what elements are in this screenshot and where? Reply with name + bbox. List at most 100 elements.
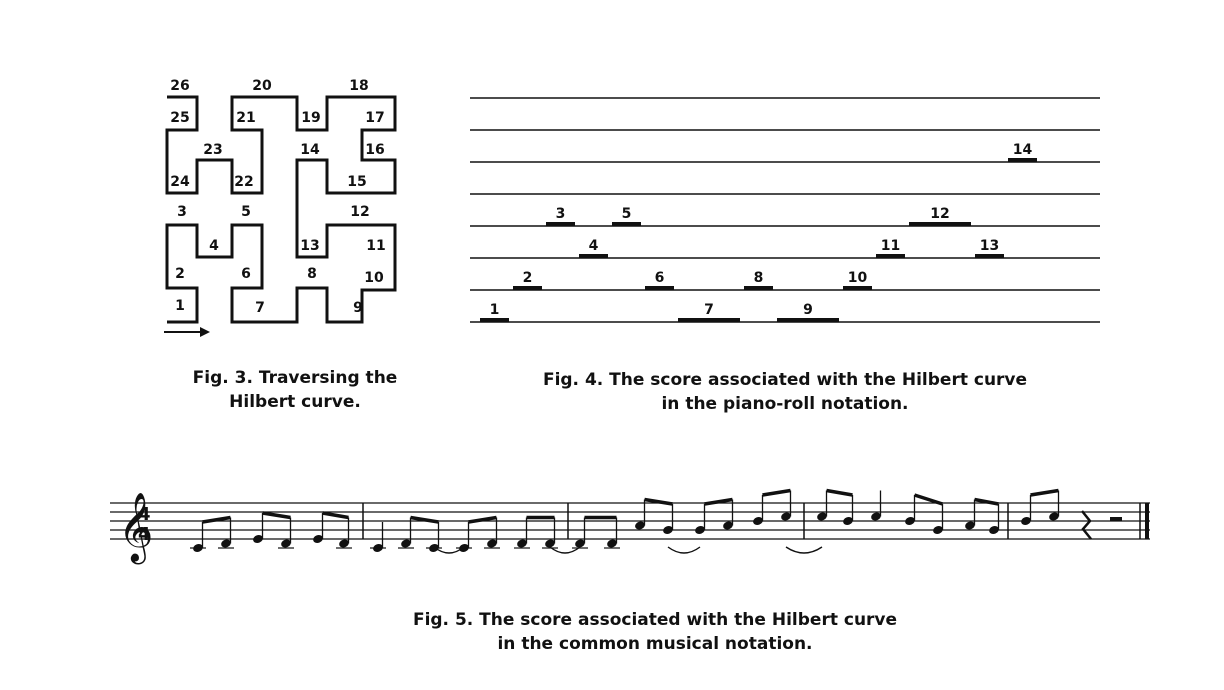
note-label: 2 xyxy=(523,270,533,286)
note-head xyxy=(723,521,733,530)
step-label: 18 xyxy=(349,78,368,94)
notes xyxy=(190,488,1122,554)
step-label: 3 xyxy=(177,204,187,220)
fig5-caption-line1: Fig. 5. The score associated with the Hi… xyxy=(412,610,898,630)
step-label: 23 xyxy=(203,142,222,158)
step-label: 22 xyxy=(234,174,253,190)
note-head xyxy=(965,521,975,530)
fig4-caption-line2: in the piano-roll notation. xyxy=(661,394,909,414)
note-head xyxy=(1049,512,1059,521)
beam xyxy=(410,515,439,524)
beam xyxy=(704,497,733,506)
note-head xyxy=(221,539,231,548)
tie xyxy=(549,546,581,554)
note-label: 12 xyxy=(930,206,949,222)
note-label: 9 xyxy=(803,302,813,318)
fig3-caption-line2: Hilbert curve. xyxy=(229,392,361,412)
step-label: 11 xyxy=(366,238,385,254)
hilbert-curve-path xyxy=(165,95,397,324)
step-label: 21 xyxy=(236,110,255,126)
beam xyxy=(644,497,673,506)
beam xyxy=(913,493,944,506)
note-head xyxy=(253,535,263,543)
arrow-head xyxy=(200,327,210,337)
step-label: 25 xyxy=(170,110,189,126)
time-signature-bottom: 4 xyxy=(138,524,151,545)
note-label: 10 xyxy=(848,270,868,286)
fig4-caption: Fig. 4. The score associated with the Hi… xyxy=(490,368,1080,416)
step-label: 24 xyxy=(170,174,190,190)
beam xyxy=(762,488,791,497)
note-label: 14 xyxy=(1013,142,1033,158)
barlines xyxy=(362,503,1149,539)
fig3-caption: Fig. 3. Traversing the Hilbert curve. xyxy=(140,366,450,414)
note-head xyxy=(781,512,791,521)
note-head xyxy=(401,539,411,548)
note-head xyxy=(817,512,827,521)
note-label: 4 xyxy=(589,238,599,254)
note-head xyxy=(871,512,881,521)
note-head xyxy=(339,539,349,548)
step-label: 6 xyxy=(241,266,251,282)
step-label: 19 xyxy=(301,110,320,126)
step-label: 1 xyxy=(175,298,185,314)
fig5-caption: Fig. 5. The score associated with the Hi… xyxy=(330,608,980,656)
step-labels: 1234567891011121314151617181920212223242… xyxy=(170,78,385,316)
step-label: 26 xyxy=(170,78,189,94)
beam xyxy=(974,497,999,506)
step-label: 4 xyxy=(209,238,219,254)
step-label: 17 xyxy=(365,110,384,126)
step-label: 12 xyxy=(350,204,369,220)
step-label: 8 xyxy=(307,266,317,282)
note-head xyxy=(545,539,555,548)
note-head xyxy=(635,521,645,530)
note-head xyxy=(663,526,673,534)
tie xyxy=(667,546,701,554)
note-head xyxy=(933,526,943,534)
note-head xyxy=(281,539,291,548)
step-label: 2 xyxy=(175,266,185,282)
note-head xyxy=(905,517,915,525)
beam xyxy=(826,488,853,497)
note-label: 11 xyxy=(881,238,900,254)
note-head xyxy=(989,526,999,534)
note-head xyxy=(313,535,323,543)
step-label: 14 xyxy=(300,142,320,158)
fig5-music-score: 𝄞 4 4 xyxy=(110,485,1165,570)
beam xyxy=(322,511,349,520)
note-head xyxy=(575,539,585,548)
note-label: 6 xyxy=(655,270,665,286)
note-label: 13 xyxy=(980,238,999,254)
tie xyxy=(433,546,465,554)
staff-lines xyxy=(110,502,1150,540)
note-label: 7 xyxy=(704,302,714,318)
music-staff: 𝄞 4 4 xyxy=(110,488,1150,564)
step-label: 16 xyxy=(365,142,384,158)
beam xyxy=(262,511,291,520)
note-head xyxy=(753,517,763,525)
step-label: 7 xyxy=(255,300,265,316)
step-label: 9 xyxy=(353,300,363,316)
note-label: 8 xyxy=(754,270,764,286)
note-label: 3 xyxy=(556,206,566,222)
time-signature-top: 4 xyxy=(138,504,151,525)
hilbert-curve-diagram: 1234567891011121314151617181920212223242… xyxy=(164,78,397,337)
note-head xyxy=(607,539,617,548)
fig4-caption-line1: Fig. 4. The score associated with the Hi… xyxy=(542,370,1028,390)
step-label: 20 xyxy=(252,78,272,94)
beam xyxy=(202,515,231,524)
fig5-caption-line2: in the common musical notation. xyxy=(497,634,813,654)
note-head xyxy=(1021,517,1031,525)
treble-clef: 𝄞 xyxy=(118,492,153,564)
tie xyxy=(785,546,823,554)
note-label: 1 xyxy=(490,302,500,318)
quarter-rest xyxy=(1081,510,1092,540)
note-head xyxy=(843,517,853,525)
step-label: 15 xyxy=(347,174,366,190)
beam xyxy=(468,515,497,524)
note-head xyxy=(695,526,705,534)
